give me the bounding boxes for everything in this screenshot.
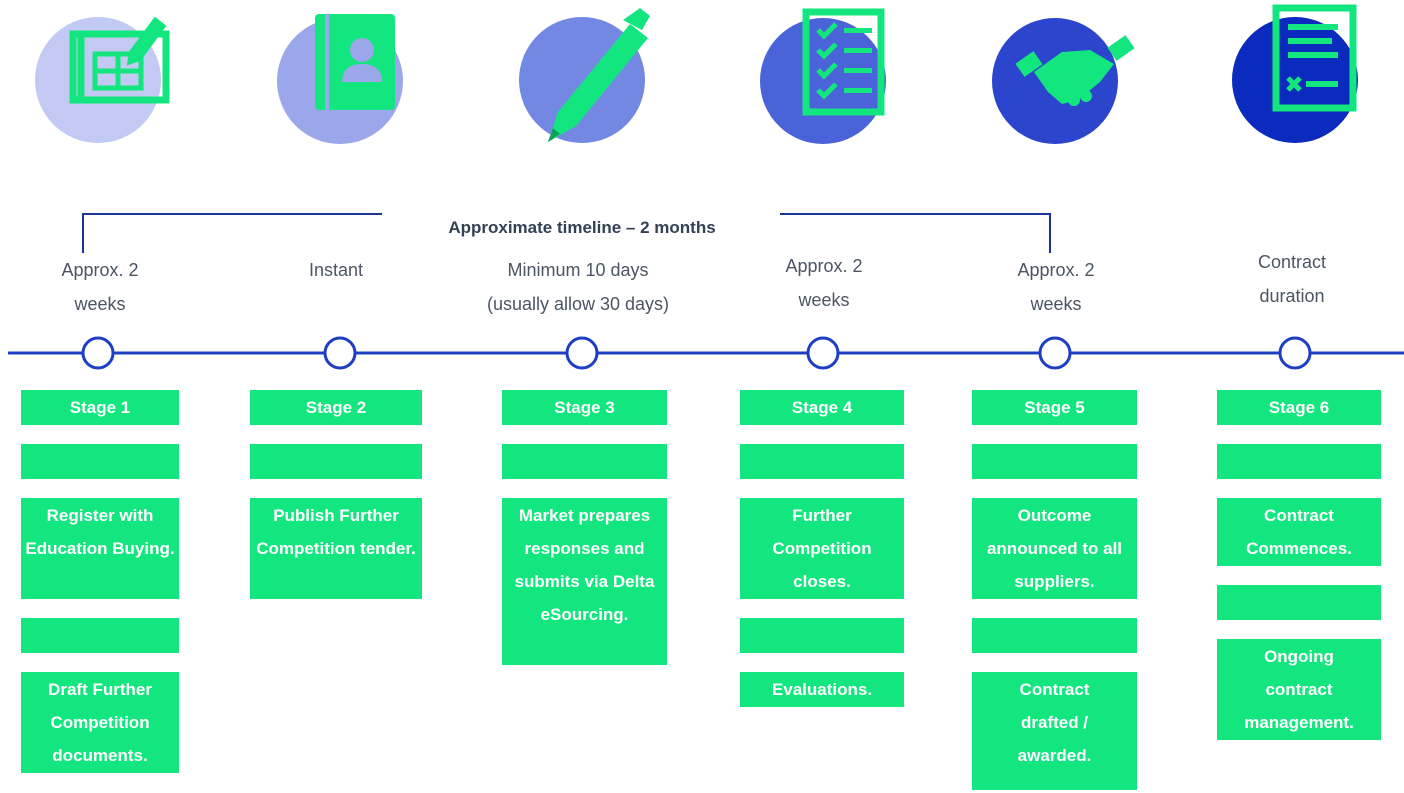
stage-4-duration-line2: weeks [798,290,850,310]
stage-6-step-1: Contract Commences. [1217,498,1381,566]
stage-5-duration-line1: Approx. 2 [1017,260,1095,280]
stage-6-step-2: Ongoing contract management. [1217,639,1381,740]
stage-6-icon-group [1232,4,1358,143]
stage-1-label-text: Stage 1 [69,398,131,417]
stage-2-spacer-1 [250,444,422,479]
stage-6-duration: Contract duration [1202,245,1382,313]
stage-5-marker [1038,336,1072,370]
stage-3-step-1: Market prepares responses and submits vi… [502,498,667,665]
stage-4-duration-line1: Approx. 2 [785,256,863,276]
stage-5-duration: Approx. 2 weeks [966,253,1146,321]
stage-6-duration-line2: duration [1259,286,1325,306]
stage-3-duration-line2: (usually allow 30 days) [486,294,670,314]
stage-1-icon-group [35,16,170,143]
stage-1-label: Stage 1 [21,390,179,425]
stage-3-duration-line1: Minimum 10 days [507,260,649,280]
stage-2-duration: Instant [246,253,426,287]
stage-3-marker [565,336,599,370]
stage-1-step-2: Draft Further Competition documents. [21,672,179,773]
stage-icons [35,4,1358,144]
checklist-icon [802,8,885,116]
stage-4-step-1: Further Competition closes. [740,498,904,599]
stage-6-spacer-2 [1217,585,1381,620]
stage-2-duration-line1: Instant [308,260,364,280]
stage-4-duration: Approx. 2 weeks [734,249,914,317]
stage-1-circle [35,17,161,143]
stage-5-step-2: Contract drafted / awarded. [972,672,1137,790]
stage-4-spacer-1 [740,444,904,479]
timeline-bracket [82,213,1051,253]
stage-3-label: Stage 3 [502,390,667,425]
stage-5-spacer-1 [972,444,1137,479]
stage-4-label: Stage 4 [740,390,904,425]
stage-5-label: Stage 5 [972,390,1137,425]
stage-5-step-1: Outcome announced to all suppliers. [972,498,1137,599]
stage-1-duration-line1: Approx. 2 [61,260,139,280]
handshake-icon [1015,35,1135,106]
stage-2-label-text: Stage 2 [305,398,367,417]
stage-5-label-text: Stage 5 [1024,398,1085,417]
blueprint-pencil-icon [69,16,170,104]
stage-3-icon-group [519,8,650,143]
stage-6-label: Stage 6 [1217,390,1381,425]
stage-1-duration: Approx. 2 weeks [10,253,190,321]
stage-3-duration: Minimum 10 days (usually allow 30 days) [458,253,698,321]
stage-5-icon-group [992,18,1135,144]
stage-2-icon-group [277,14,403,144]
stage-6-label-text: Stage 6 [1268,398,1330,417]
stage-3-spacer-1 [502,444,667,479]
stage-1-duration-line2: weeks [74,294,126,314]
bracket-left [82,213,382,253]
bracket-right [780,213,1051,253]
stage-2-marker [323,336,357,370]
contract-document-icon [1272,4,1357,112]
stage-1-step-1: Register with Education Buying. [21,498,179,599]
stage-1-spacer-1 [21,444,179,479]
stage-3-label-text: Stage 3 [554,398,615,417]
contact-book-icon [315,14,395,110]
stage-2-step-1: Publish Further Competition tender. [250,498,422,599]
stage-6-duration-line1: Contract [1257,252,1327,272]
stage-5-spacer-2 [972,618,1137,653]
pen-icon [548,8,650,142]
stage-6-spacer-1 [1217,444,1381,479]
stage-1-spacer-2 [21,618,179,653]
stage-4-spacer-2 [740,618,904,653]
stage-6-marker [1278,336,1312,370]
stage-4-label-text: Stage 4 [791,398,853,417]
stage-4-icon-group [760,8,886,144]
stage-2-label: Stage 2 [250,390,422,425]
stage-4-step-2: Evaluations. [740,672,904,707]
stage-1-marker [81,336,115,370]
timeline-title: Approximate timeline – 2 months [448,218,716,237]
stage-4-marker [806,336,840,370]
stage-5-duration-line2: weeks [1030,294,1082,314]
